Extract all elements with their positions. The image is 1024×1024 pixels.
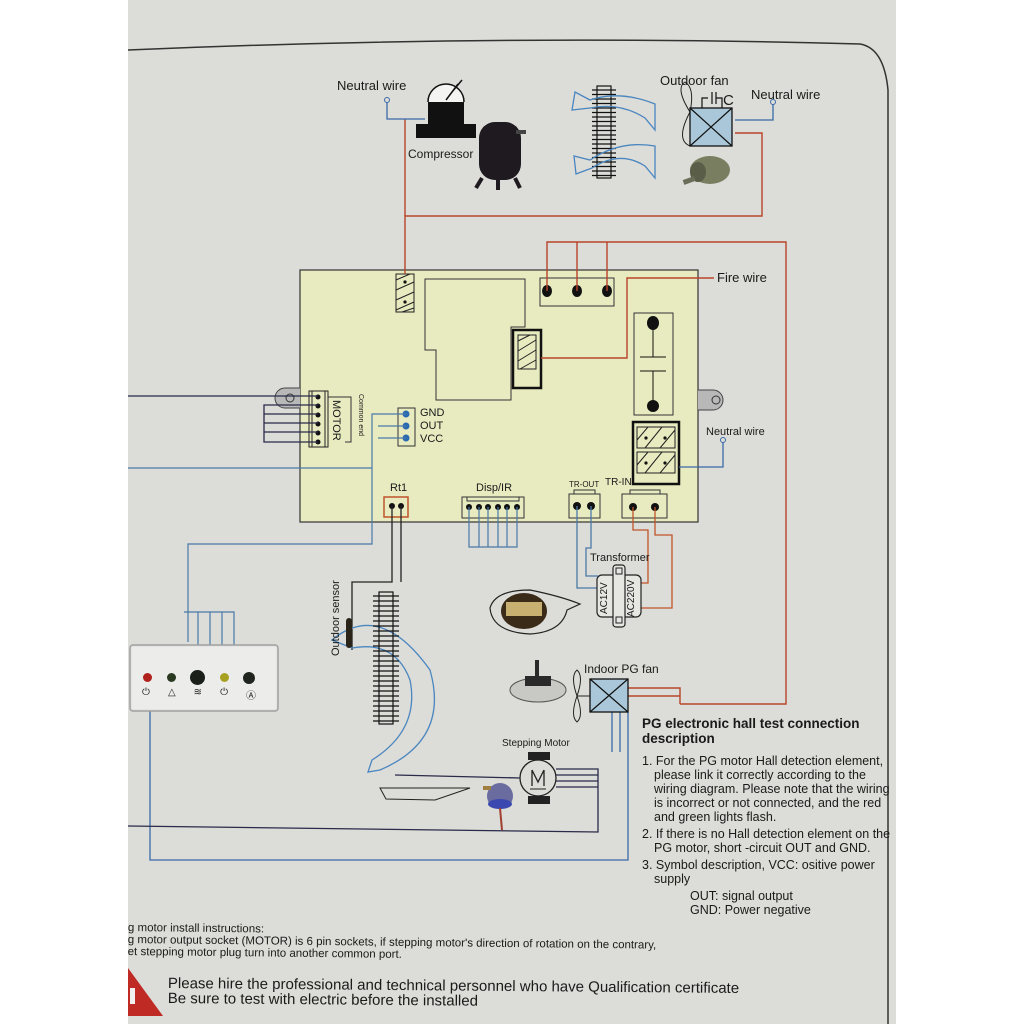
- timer-icon: ⏻: [220, 687, 228, 698]
- outdoor-sensor-probe: [346, 618, 352, 648]
- disp-ir-connector: [461, 496, 525, 519]
- pg-description-subitem: OUT: signal output: [690, 889, 793, 903]
- mount-tab-right: [698, 389, 724, 411]
- neutral-terminal: [384, 97, 390, 103]
- stepping-motor-output-wires: [127, 768, 599, 833]
- live-wires: [404, 119, 787, 705]
- neutral-wire-label-outdoor: Neutral wire: [751, 87, 821, 102]
- outdoor-fan-motor-photo: [682, 156, 730, 185]
- indoor-pg-fan-label: Indoor PG fan: [584, 662, 659, 676]
- transformer-label: Transformer: [590, 552, 650, 564]
- neutral-terminal: [770, 99, 776, 105]
- pg-description-title: PG electronic hall test connection descr…: [642, 716, 860, 746]
- auto-button: [243, 671, 255, 684]
- wifi-icon: ≋: [193, 687, 203, 698]
- transformer-photo-label: [506, 602, 542, 616]
- stepping-motor-label: Stepping Motor: [502, 738, 570, 749]
- fire-wire-label: Fire wire: [717, 270, 767, 285]
- neutral-wire-label: Neutral wire: [337, 78, 407, 93]
- neutral-wires: [149, 102, 774, 861]
- transformer: [596, 564, 642, 628]
- motor-connector: [308, 390, 352, 448]
- neutral-relay: [631, 420, 681, 486]
- warning-text: Please hire the professional and technic…: [168, 975, 739, 1011]
- compressor-photo: [474, 122, 526, 190]
- pg-description-item: 3. Symbol description, VCC: ositive powe…: [642, 858, 875, 886]
- louver-blade: [379, 787, 471, 801]
- stepping-motor-photo: [483, 783, 513, 831]
- ac220v-label: AC220V: [626, 579, 637, 617]
- common-end-label: Common end: [357, 394, 364, 437]
- warning-exclamation: [130, 988, 135, 1004]
- outdoor-sensor-label: Outdoor sensor: [330, 580, 342, 656]
- gnd-label: GND: [420, 407, 445, 419]
- sleep-led: [166, 673, 176, 682]
- display-icons: ⏻ △ ≋ ⏻ Ⓐ: [142, 687, 256, 702]
- pg-description-item: 2. If there is no Hall detection element…: [642, 827, 891, 855]
- sheet-border: [127, 39, 889, 1024]
- transformer-photo-callout: [489, 589, 582, 635]
- tr-out-label: TR-OUT: [569, 480, 600, 489]
- compressor-label: Compressor: [408, 147, 474, 161]
- disp-ir-label: Disp/IR: [476, 482, 513, 494]
- tr-out-connector: [568, 489, 601, 519]
- power-led: [143, 673, 152, 682]
- board-component-outline: [424, 278, 526, 401]
- indoor-evaporator: [373, 591, 399, 725]
- capacitor-label: C: [723, 92, 734, 109]
- warning-icon: [128, 968, 163, 1016]
- vcc-label: VCC: [420, 433, 444, 445]
- indoor-pg-fan-symbol: [573, 669, 629, 723]
- tr-in-label: TR-IN: [605, 477, 632, 488]
- sensor-wire: [351, 506, 402, 650]
- tr-in-connector: [621, 489, 668, 519]
- relay: [511, 328, 543, 390]
- outdoor-fan-label: Outdoor fan: [660, 73, 729, 88]
- display-leds: [143, 670, 255, 685]
- background-left: [0, 0, 128, 1024]
- rt1-label: Rt1: [390, 482, 408, 494]
- background-right: [896, 0, 1024, 1024]
- pg-description-item: 1. For the PG motor Hall detection eleme…: [642, 754, 890, 824]
- stepping-motor-wires: [128, 395, 318, 443]
- install-notes: g motor install instructions: g motor ou…: [128, 922, 657, 964]
- board-capacitor: [633, 312, 674, 416]
- pg-description-subitem: GND: Power negative: [690, 903, 811, 917]
- pg-description: PG electronic hall test connection descr…: [642, 716, 892, 917]
- rt1-connector: [383, 496, 409, 518]
- compressor-connector: [395, 273, 415, 313]
- auto-icon: Ⓐ: [246, 691, 256, 702]
- sleep-icon: △: [167, 687, 176, 698]
- airflow-arrows: [330, 91, 656, 773]
- display-wires: [184, 507, 518, 645]
- mount-tab-left: [274, 387, 300, 409]
- indoor-fan-photo: [509, 660, 567, 703]
- pg-hall-wires: [128, 413, 406, 642]
- motor-label: MOTOR: [330, 400, 342, 441]
- stepping-motor-symbol: [519, 752, 557, 804]
- transformer-high-wires: [632, 507, 673, 609]
- ac12v-label: AC12V: [599, 582, 610, 614]
- transformer-low-wires: [576, 506, 598, 589]
- outdoor-condenser: [592, 85, 616, 179]
- out-label: OUT: [420, 420, 444, 432]
- control-board: [299, 269, 699, 523]
- timer-led: [219, 673, 229, 682]
- neutral-terminal: [720, 437, 726, 443]
- neutral-wire-label-board: Neutral wire: [706, 426, 765, 438]
- power-icon: ⏻: [142, 687, 150, 698]
- compressor-symbol: [416, 79, 476, 138]
- wifi-button: [190, 670, 205, 685]
- outdoor-fan-symbol: [680, 81, 733, 147]
